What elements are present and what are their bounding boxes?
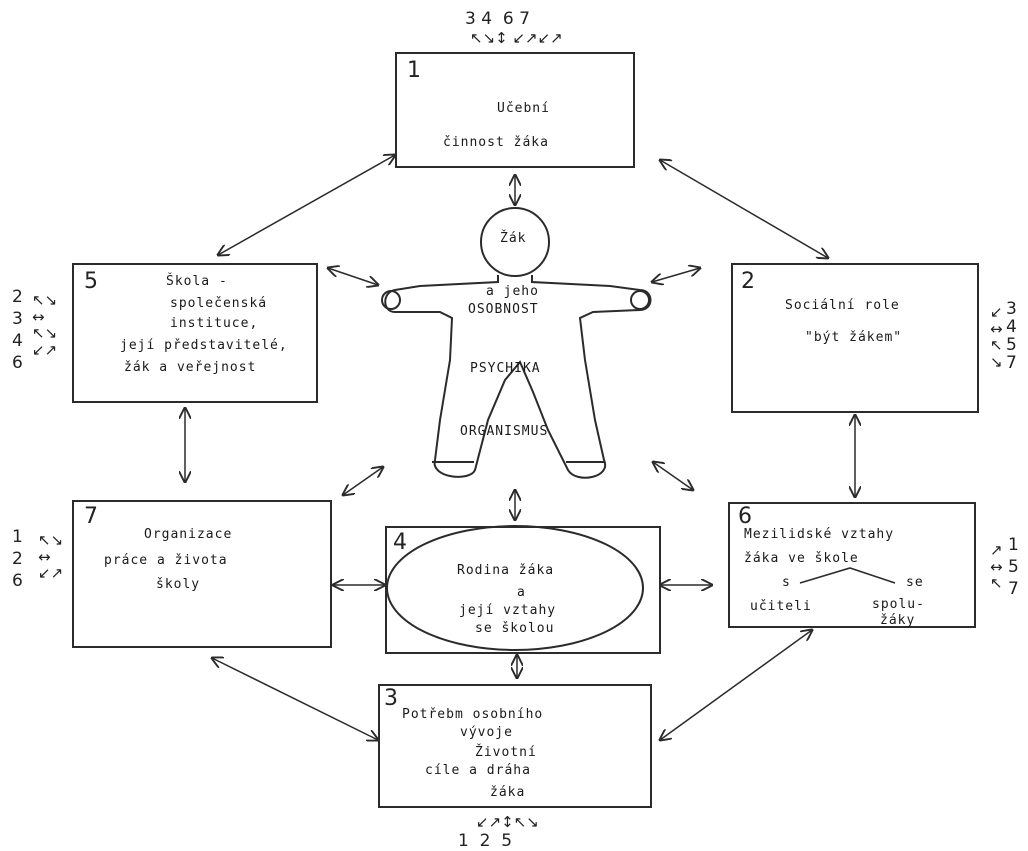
box-text-line: školy [156,577,201,592]
ref-number: 6 [12,571,23,591]
ref-number: 6 [12,353,23,373]
figure-label: OSOBNOST [468,302,539,317]
ref-arrows: ↖↘↔↖↘↙↗ [32,291,58,359]
box-text-line: Potřebm osobního [402,707,544,722]
ref-arrows: ↗↔↖ [990,541,1003,592]
box-text-line: žák a veřejnost [124,360,257,375]
box-text-line: Mezilidské vztahy [744,527,895,542]
box-text-line: její představitelé, [120,338,288,353]
ref-arrows: ↖↘↔↙↗ [38,531,64,582]
box-text-line: se školou [475,621,555,636]
box-number: 7 [84,504,98,529]
box-text-line: Škola - [166,274,228,289]
box-family: 4 Rodina žáka a její vztahy se školou [385,526,661,654]
box-learning-activity: 1 Učební činnost žáka [395,52,635,168]
box-text-line: činnost žáka [443,135,549,150]
box-interpersonal-relations: 6 Mezilidské vztahy žáka ve škole s se u… [728,502,976,628]
box-number: 5 [84,269,98,294]
box-text-line: Učební [497,101,550,116]
box-text-line: žáka ve škole [744,551,859,566]
box-number: 6 [738,504,752,529]
box-school-organization: 7 Organizace práce a života školy [72,500,332,648]
ref-number: 4 [1006,317,1017,337]
box-text-line: "být žákem" [805,330,903,345]
ref-number: 7 [1006,353,1017,373]
ref-number: 1 [12,527,23,547]
ref-number: 2 [12,549,23,569]
arrow-6-figure [653,462,693,490]
box-text-line: společenská [170,296,268,311]
box-text-line: a [517,585,526,600]
box-development-needs: 3 Potřebm osobního vývoje Životní cíle a… [378,684,652,808]
box-text-line: její vztahy [459,603,557,618]
arrow-1-2 [660,160,828,258]
box-text-line: se [906,575,924,590]
box-social-role: 2 Sociální role "být žákem" [731,263,979,413]
box-text-line: práce a života [104,553,228,568]
ref-number: 3 [1006,299,1017,319]
ref-arrows-top: ↖↘↕ ↙↗↙↗ [470,29,563,47]
ref-number: 4 [12,331,23,351]
ref-numbers-bottom: 1 2 5 [458,831,513,851]
ref-numbers-top: 3 4 6 7 [465,9,530,29]
box-text-line: žáky [880,613,916,628]
relations-branch [799,567,896,584]
box-text-line: s [782,575,791,590]
ref-arrows-bottom: ↙↗↕↖↘ [476,813,539,831]
box-number: 2 [741,269,755,294]
arrow-7-figure [343,467,383,495]
ref-number: 5 [1006,335,1017,355]
figure-label: a jeho [486,284,539,299]
ref-arrows: ↙↔↖↘ [990,303,1003,371]
figure-head [480,207,550,277]
ref-number: 3 [12,309,23,329]
ref-number: 5 [1008,557,1019,577]
box-school-institution: 5 Škola - společenská instituce, její př… [72,263,318,403]
box-text-line: vývoje [460,725,513,740]
box-text-line: cíle a dráha [425,763,531,778]
student-figure [381,207,652,479]
box-text-line: žáka [490,785,526,800]
figure-label: ORGANISMUS [460,424,549,439]
box-text-line: instituce, [170,316,259,331]
arrow-2-figure [652,268,700,282]
arrow-7-3 [212,658,378,740]
box-text-line: Životní [475,745,537,760]
ref-number: 2 [12,287,23,307]
box-number: 4 [393,530,407,555]
figure-label: PSYCHIKA [470,361,541,376]
figure-body-outline [384,275,652,479]
box-text-line: Sociální role [785,298,900,313]
box-text-line: učiteli [750,599,812,614]
ref-number: 7 [1008,579,1019,599]
box-number: 3 [384,686,398,711]
box-number: 1 [407,58,421,83]
arrow-1-5 [218,155,395,255]
figure-head-label: Žák [500,231,527,246]
ref-number: 1 [1008,535,1019,555]
arrow-5-figure [328,268,378,285]
box-text-line: spolu- [872,597,925,612]
box-text-line: Organizace [144,527,233,542]
arrow-6-3 [660,630,812,740]
box-text-line: Rodina žáka [457,563,555,578]
